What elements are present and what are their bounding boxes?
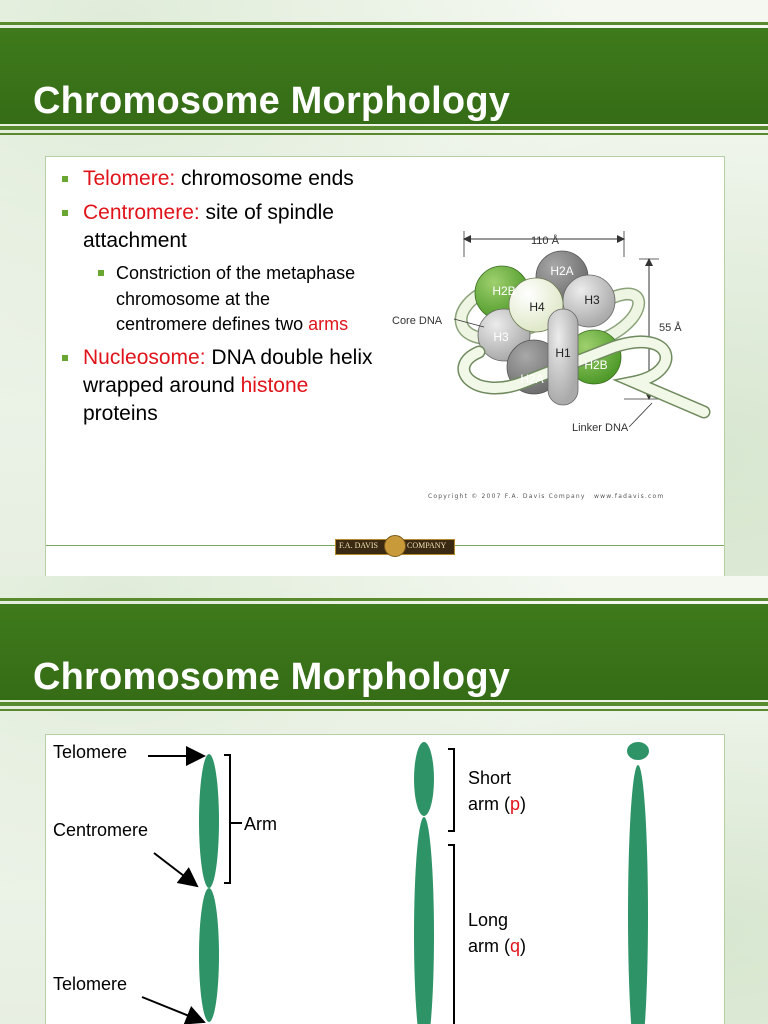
slide-2: Chromosome Morphology	[0, 576, 768, 1024]
histone-h2a-b-label: H2A	[520, 372, 543, 386]
title-stripe-thin	[0, 709, 768, 711]
term-centromere: Centromere:	[83, 201, 200, 224]
title-stripe-thin	[0, 133, 768, 135]
slide-1: Chromosome Morphology Telomere: chromoso…	[0, 0, 768, 576]
chromosome-short-arm	[414, 742, 434, 816]
histone-h4-label: H4	[529, 300, 544, 314]
logo-right-text: COMPANY	[407, 541, 446, 550]
histone-h2b-label: H2B	[492, 284, 515, 298]
bullet-text-end: proteins	[83, 402, 158, 425]
linker-dna-label: Linker DNA	[572, 422, 628, 434]
website-text: www.fadavis.com	[594, 493, 664, 500]
sub-bullet-arms: arms	[308, 314, 348, 334]
nucleosome-illustration	[384, 167, 718, 503]
chromosome-lower-arm	[199, 888, 219, 1022]
core-dna-label: Core DNA	[392, 315, 442, 327]
bullet-nucleosome: Nucleosome: DNA double helix wrapped aro…	[54, 344, 374, 428]
label-arm: Arm	[244, 811, 277, 837]
width-label: 110 Å	[531, 235, 559, 247]
term-histone: histone	[241, 374, 309, 397]
bullet-list: Telomere: chromosome ends Centromere: si…	[54, 165, 374, 434]
sub-bullet-constriction: Constriction of the metaphase chromosome…	[54, 261, 366, 338]
label-long: Long	[468, 907, 508, 933]
bullet-text: chromosome ends	[175, 167, 354, 190]
label-paren: )	[520, 936, 526, 956]
bullet-square-icon	[62, 355, 68, 361]
title-stripe-bottom	[0, 126, 768, 130]
label-long-arm-text: arm (	[468, 936, 510, 956]
label-q: q	[510, 936, 520, 956]
histone-h3-label: H3	[584, 293, 599, 307]
chromosome-acrocentric-arm	[628, 765, 648, 1024]
term-nucleosome: Nucleosome:	[83, 346, 206, 369]
bullet-telomere: Telomere: chromosome ends	[54, 165, 374, 193]
nucleosome-diagram: 110 Å 55 Å Core DNA Linker DNA H2A H2B H…	[384, 167, 718, 503]
height-label: 55 Å	[659, 322, 682, 334]
chromosome-upper-arm	[199, 754, 219, 888]
label-long-arm: arm (q)	[468, 933, 526, 959]
title-stripe-top	[0, 598, 768, 601]
title-stripe-top	[0, 22, 768, 25]
content-panel: Telomere Centromere Arm Telomere Short a…	[45, 734, 725, 1024]
histone-h3b-label: H3	[493, 330, 508, 344]
bullet-centromere: Centromere: site of spindle attachment	[54, 199, 374, 255]
title-stripe-bottom	[0, 702, 768, 706]
label-short-arm: arm (p)	[468, 791, 526, 817]
label-telomere-top: Telomere	[53, 739, 127, 765]
label-short-arm-text: arm (	[468, 794, 510, 814]
copyright-text: Copyright © 2007 F.A. Davis Company	[428, 493, 586, 500]
logo-left-text: F.A. DAVIS	[339, 541, 378, 550]
chromosome-long-arm	[414, 817, 434, 1024]
term-telomere: Telomere:	[83, 167, 175, 190]
label-p: p	[510, 794, 520, 814]
content-panel: Telomere: chromosome ends Centromere: si…	[45, 156, 725, 576]
slide-title: Chromosome Morphology	[33, 656, 510, 699]
label-telomere-bottom: Telomere	[53, 971, 127, 997]
bullet-square-icon	[98, 270, 104, 276]
title-band: Chromosome Morphology	[0, 28, 768, 124]
bullet-square-icon	[62, 176, 68, 182]
slide-title: Chromosome Morphology	[33, 80, 510, 123]
logo-emblem-icon	[384, 535, 406, 557]
histone-h2b-b-label: H2B	[584, 358, 607, 372]
label-short: Short	[468, 765, 511, 791]
histone-h1-label: H1	[555, 346, 570, 360]
histone-h2a-label: H2A	[550, 264, 573, 278]
label-centromere: Centromere	[53, 817, 148, 843]
chromosome-satellite	[627, 742, 649, 760]
bullet-square-icon	[62, 210, 68, 216]
title-band: Chromosome Morphology	[0, 604, 768, 700]
chromosome-diagram	[46, 735, 724, 1024]
label-paren: )	[520, 794, 526, 814]
fa-davis-logo: F.A. DAVIS COMPANY	[335, 535, 453, 557]
